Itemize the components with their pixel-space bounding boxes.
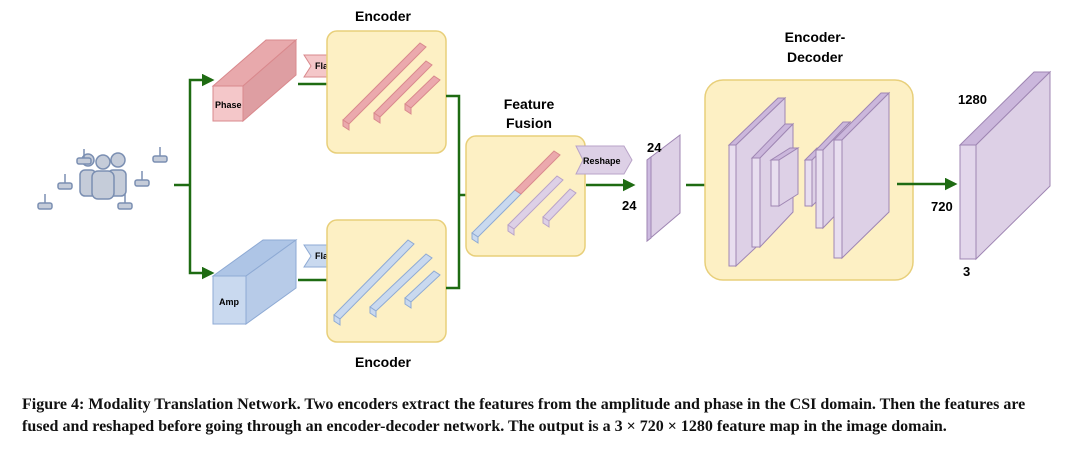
encoder-top-title: Encoder [355,8,412,24]
phase-input-block: Phase [211,38,298,123]
reshape-label: Reshape [583,156,621,166]
csi-people-icon [37,147,168,210]
amp-input-block: Amp [211,239,298,325]
encoder-top-box [326,30,447,154]
output-dim-height: 720 [931,199,953,214]
output-dim-channels: 3 [963,264,970,279]
amp-label: Amp [219,297,240,307]
reshaped-feature-plane [646,133,681,243]
fusion-vectors [471,150,577,244]
fusion-title-line1: Feature [504,96,555,112]
fusion-title-line2: Fusion [506,115,552,131]
modality-translation-diagram: Phase Amp Flatten Flatten Encoder [37,8,1052,370]
encoder-top-vectors [342,42,441,131]
feature-dim-bottom: 24 [622,198,637,213]
output-feature-map [958,70,1052,261]
reshape-tag: Reshape [575,145,633,175]
input-branch-arrows [174,73,215,280]
encdec-layers [727,91,891,268]
output-dim-width: 1280 [958,92,987,107]
encoder-bottom-vectors [333,239,441,326]
fusion-box [465,135,586,257]
figure-caption: Figure 4: Modality Translation Network. … [22,396,1026,435]
encdec-title-line1: Encoder- [785,29,846,45]
feature-dim-top: 24 [647,140,662,155]
encoder-bottom-title: Encoder [355,354,412,370]
encdec-title-line2: Decoder [787,49,844,65]
encoder-bottom-box [326,219,447,343]
phase-label: Phase [215,100,242,110]
